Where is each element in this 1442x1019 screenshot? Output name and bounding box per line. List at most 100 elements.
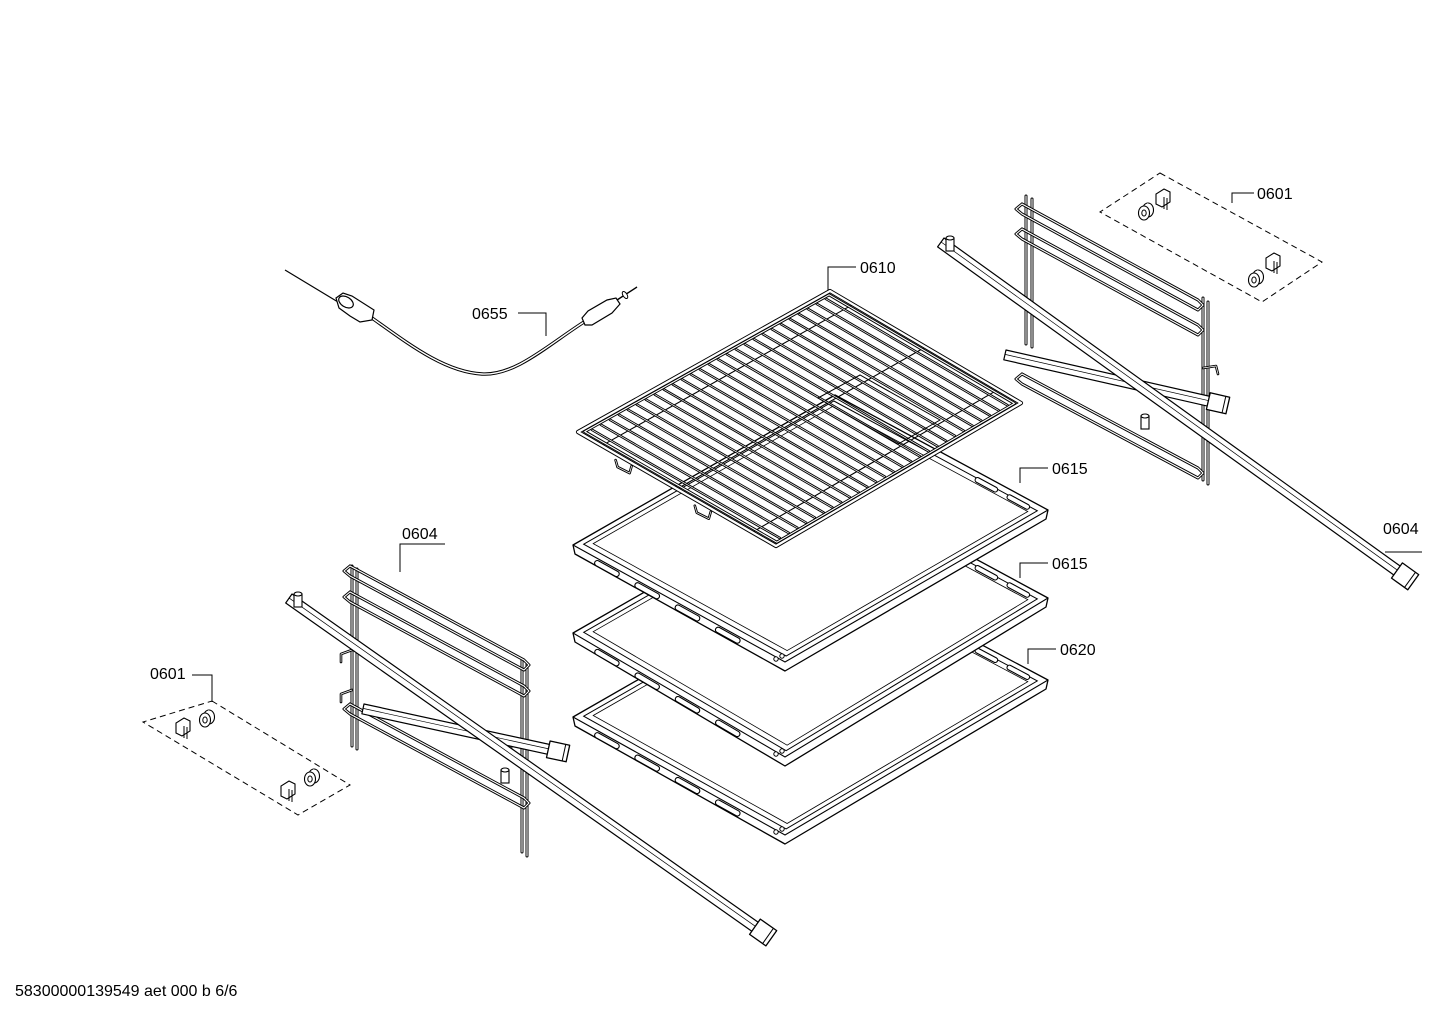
leader-line [192, 674, 213, 702]
left-short-rail-knob-top [500, 767, 510, 773]
left-long-rail-end-cap-face [762, 927, 774, 944]
rack-wire [590, 428, 782, 540]
callout-label: 0604 [402, 526, 438, 543]
rack-wire [599, 423, 790, 535]
tray-front-slot-inner [716, 720, 740, 737]
callout-meat-probe: 0655 [472, 306, 547, 336]
left-ladder-hook-core [340, 689, 353, 703]
right-short-rail-knob-top [1140, 413, 1150, 419]
clip-tabs [183, 726, 188, 739]
leader-line [518, 312, 547, 336]
right-long-rail-end-cap-face [1404, 571, 1416, 588]
tray-front-slot-inner [635, 755, 659, 771]
left-ladder-rung-outline [342, 590, 531, 698]
rack-wire [806, 307, 992, 417]
left-ladder-rung-core [343, 591, 530, 697]
rack-outer-frame [575, 288, 1024, 549]
callouts: 0601 0610 0655 0615 0604 0615 0620 0604 [150, 186, 1422, 702]
rack-foot [614, 458, 633, 475]
tray-front-slot-inner [675, 697, 700, 713]
rack-wire-core [654, 394, 842, 503]
clip-set-left-dashed-box [141, 700, 351, 816]
tray-corner-hole [779, 653, 785, 659]
probe-plug [581, 297, 621, 326]
rack-wire [689, 373, 878, 484]
rack-wire-core [780, 323, 965, 432]
tray-front-rim [572, 597, 1049, 758]
roller-hub [202, 716, 208, 724]
rack-wire [824, 297, 1009, 407]
clip-tabs [1163, 197, 1168, 210]
rack-wire [680, 378, 869, 489]
tray-corner-hole [773, 656, 779, 662]
clip [280, 780, 296, 800]
rack-wire [635, 403, 825, 514]
rack-wire-core [825, 298, 1008, 406]
callout-label: 0655 [472, 306, 508, 323]
right-ladder-rung-core [1015, 228, 1204, 336]
callout-label: 0601 [150, 666, 186, 683]
rack-wire-core [771, 328, 956, 437]
left-telescopic-rail-assembly [285, 564, 778, 947]
left-ladder-rung [342, 564, 531, 672]
tray-front-slot-inner [635, 583, 659, 599]
clip-set-left [141, 700, 351, 816]
leader-line [1019, 467, 1048, 483]
right-short-rail [1003, 349, 1227, 411]
rack-wire-core [789, 318, 973, 427]
rack-wire [707, 363, 895, 473]
right-ladder-rung-core [1015, 203, 1204, 311]
rack-foot [693, 504, 713, 520]
rack-wire [653, 393, 843, 504]
rack-wire-core [690, 374, 877, 483]
tray-back-slot-inner [975, 478, 998, 492]
tray-corner-hole [779, 748, 785, 754]
callout-label: 0620 [1060, 642, 1096, 659]
rack-wire-core [600, 424, 789, 534]
tray-body [572, 394, 1049, 672]
rack-wire [743, 342, 930, 453]
tray-corner-hole [779, 826, 785, 832]
tray-corner-hole [773, 829, 779, 835]
leader-line [399, 543, 445, 572]
callout-clip-set-left: 0601 [150, 666, 213, 702]
roller-hub [307, 775, 313, 783]
rack-wire-core [726, 353, 912, 462]
rack-wire [752, 337, 939, 448]
callout-baking-tray-lower: 0615 [1019, 556, 1088, 578]
rack-wire [671, 383, 860, 494]
tray-front-slot-inner [715, 627, 740, 643]
right-short-rail-end-cap [1205, 392, 1231, 415]
rack-wire [779, 322, 965, 433]
left-short-rail [361, 703, 567, 759]
left-ladder-hook [339, 688, 354, 704]
rack-wire [770, 327, 957, 438]
rack-outer-frame-core [576, 289, 1023, 548]
wire-rack [575, 288, 1024, 549]
rack-wire-core [717, 358, 903, 467]
tray-back-slot-inner [1007, 495, 1030, 509]
callout-label: 0615 [1052, 556, 1088, 573]
callout-left-rail: 0604 [399, 526, 445, 572]
left-ladder-hook-core [340, 649, 353, 663]
left-ladder-rung-core [343, 565, 530, 671]
rack-wire [608, 418, 799, 530]
clip-set-right [1099, 172, 1323, 303]
tray-back-slot-inner [1007, 583, 1030, 597]
probe-needle [284, 269, 339, 303]
clip [1265, 252, 1281, 272]
rack-wire-core [591, 429, 781, 539]
rack-wire-core [645, 399, 833, 508]
right-short-rail-end-cap-face [1221, 396, 1227, 414]
tray-front-slot-inner [675, 605, 700, 621]
rack-wire-core [762, 333, 947, 442]
left-short-rail-end-cap [545, 740, 571, 763]
roller-hub [1251, 276, 1257, 284]
right-long-rail-knob-top [945, 235, 955, 241]
callout-label: 0601 [1257, 186, 1293, 203]
rack-wire [698, 368, 887, 479]
left-ladder-rung [342, 702, 531, 810]
rack-inner-frame [583, 293, 1016, 544]
callout-clip-set-right: 0601 [1231, 186, 1293, 203]
